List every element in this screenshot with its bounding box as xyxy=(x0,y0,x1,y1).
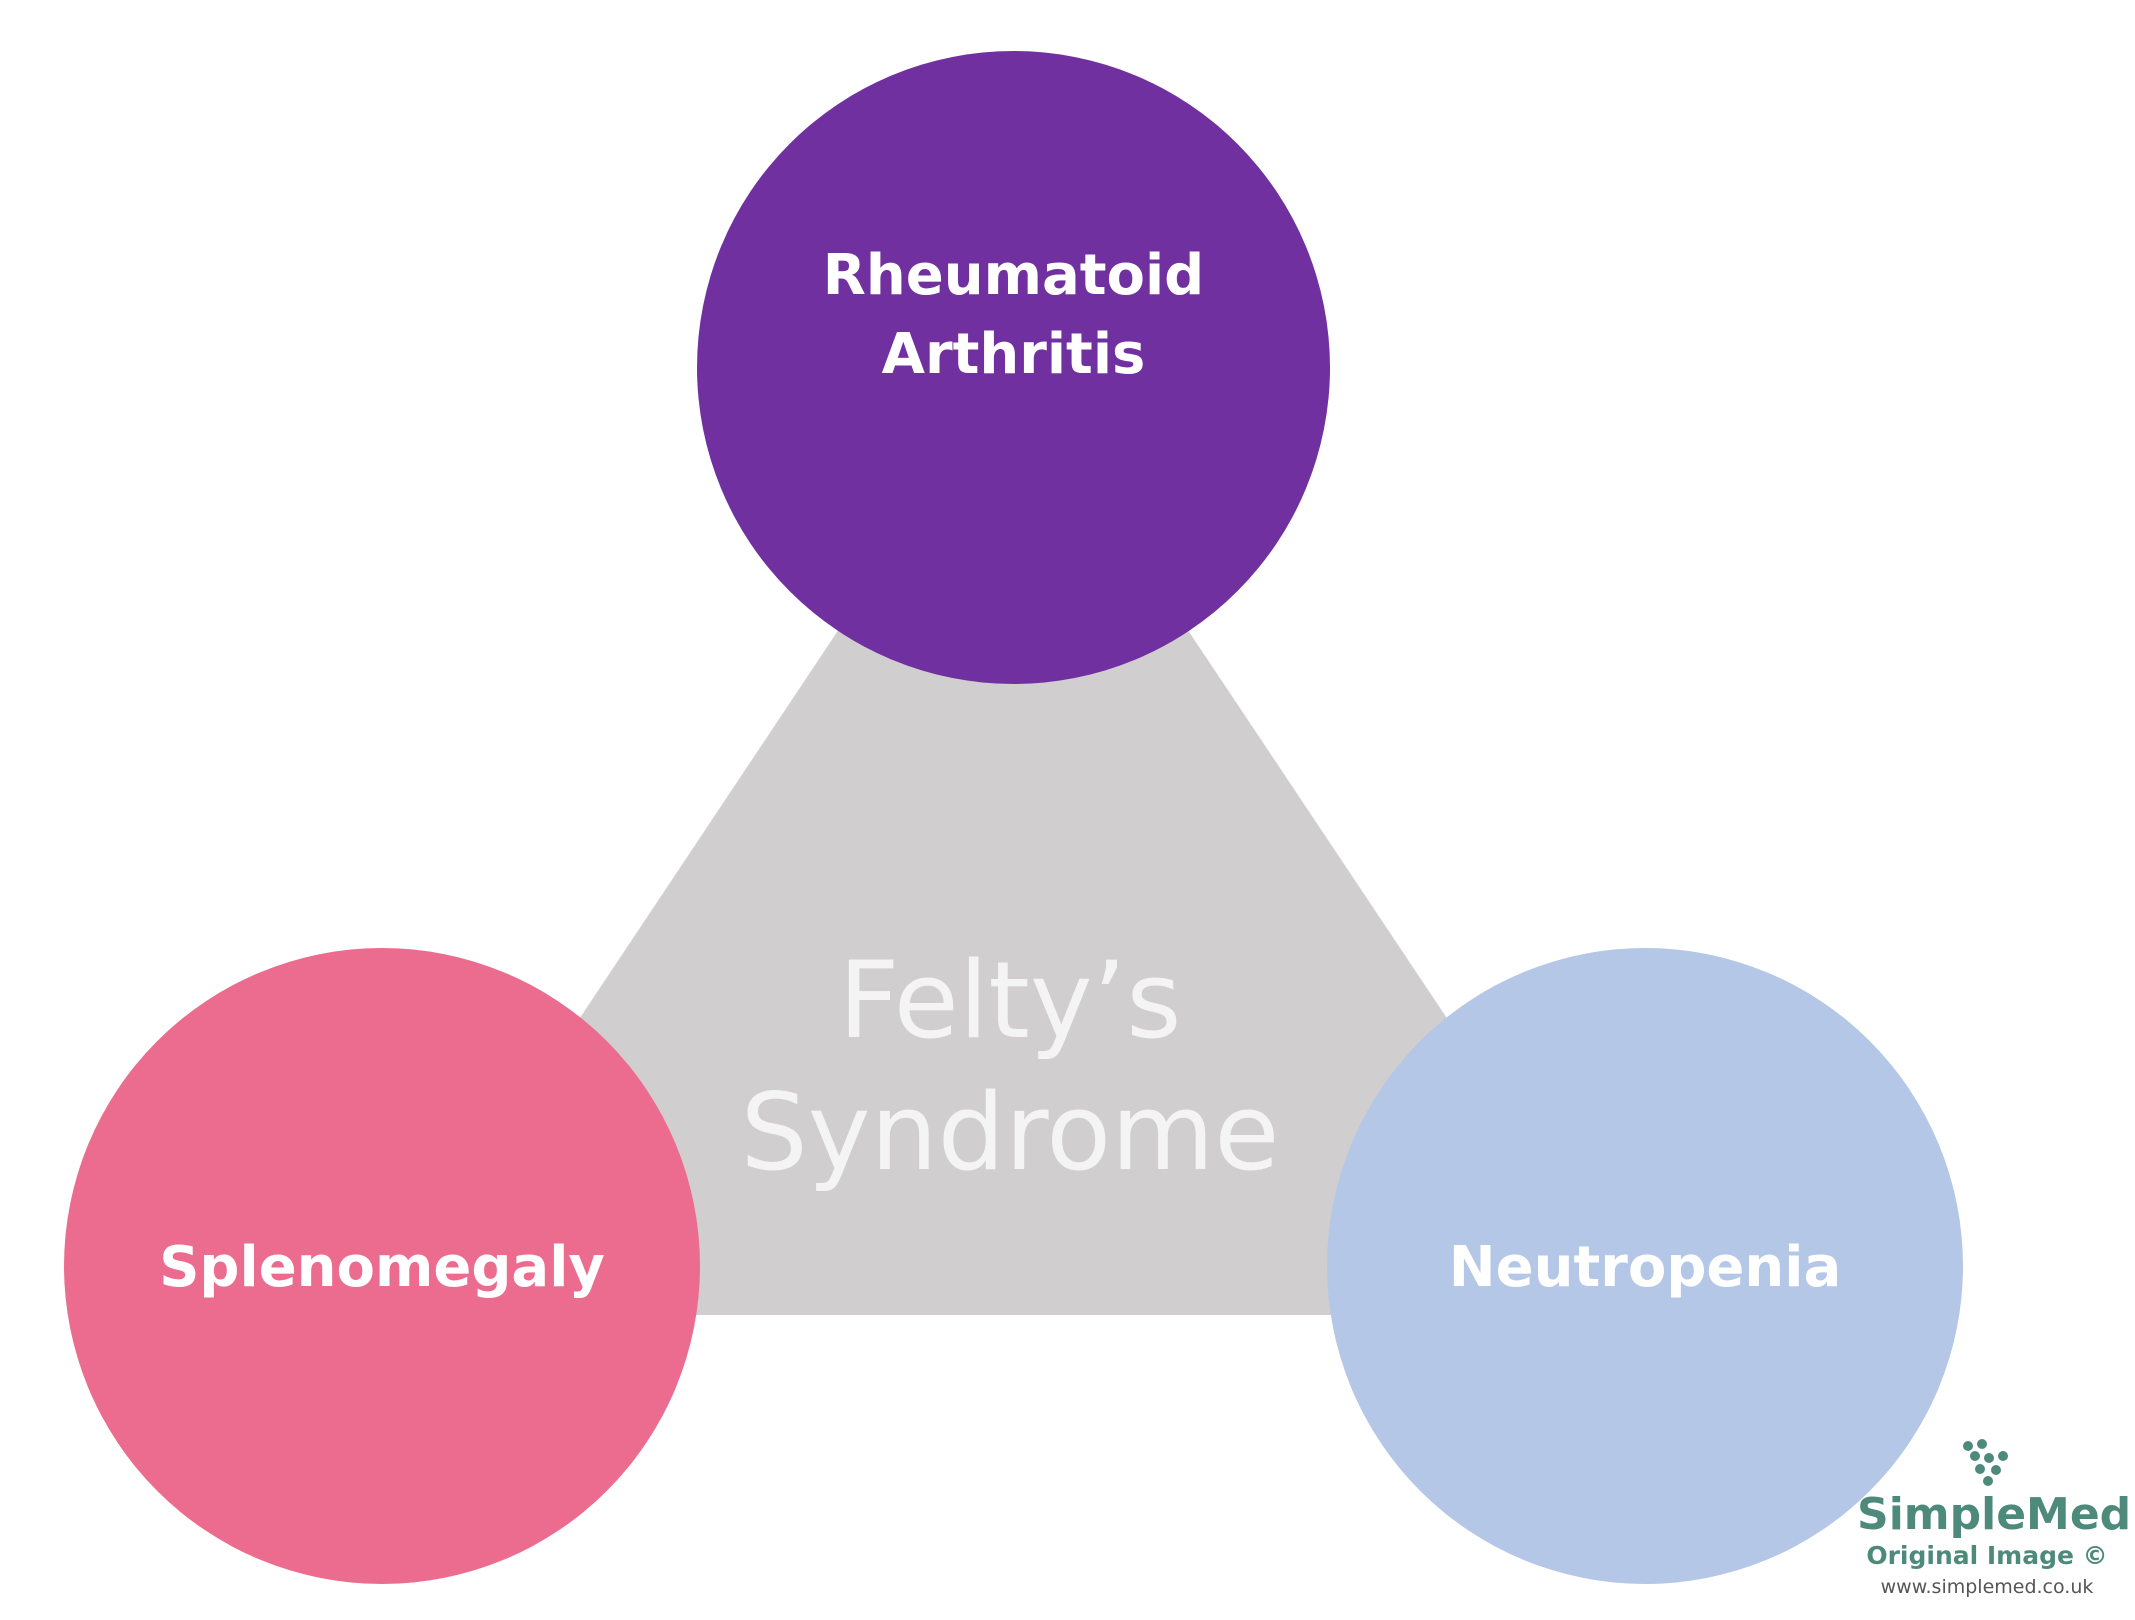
watermark-url: www.simplemed.co.uk xyxy=(1880,1576,2094,1598)
watermark-rights: Original Image © xyxy=(1866,1541,2108,1570)
rheumatoid-arthritis-label: Rheumatoid Arthritis xyxy=(822,243,1205,387)
neutropenia-label: Neutropenia xyxy=(1448,1234,1842,1300)
splenomegaly-circle: Splenomegaly xyxy=(64,948,700,1584)
splenomegaly-label: Splenomegaly xyxy=(159,1234,605,1300)
rheumatoid-arthritis-circle: Rheumatoid Arthritis xyxy=(697,51,1330,684)
neutropenia-circle: Neutropenia xyxy=(1327,948,1963,1584)
watermark-brand: SimpleMed xyxy=(1857,1489,2132,1540)
simplemed-watermark: SimpleMed Original Image © www.simplemed… xyxy=(1857,1438,2132,1602)
center-title: Felty’s Syndrome xyxy=(740,939,1280,1194)
molecule-dots-icon xyxy=(1963,1439,2008,1486)
triangle-shape xyxy=(382,368,1645,1315)
